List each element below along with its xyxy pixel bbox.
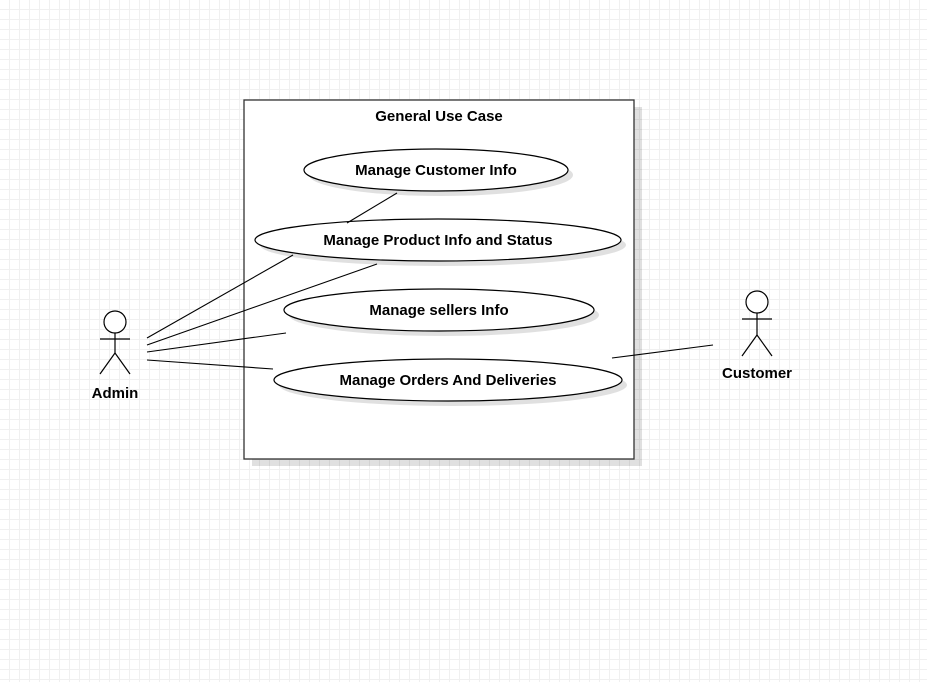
actor-label-admin: Admin <box>92 385 139 402</box>
association-customer-to-orders[interactable] <box>611 344 714 359</box>
use-case-label: Manage sellers Info <box>369 302 508 319</box>
association-admin-to-orders[interactable] <box>146 359 274 370</box>
use-case-label: Manage Customer Info <box>355 162 517 179</box>
actor-label-customer: Customer <box>722 365 792 382</box>
association-admin-to-product-info-a[interactable] <box>146 254 294 339</box>
use-case-manage-customer-info[interactable]: Manage Customer Info <box>303 148 573 196</box>
system-title: General Use Case <box>375 108 503 125</box>
use-case-label: Manage Orders And Deliveries <box>339 372 556 389</box>
actor-admin[interactable]: Admin <box>92 310 139 402</box>
use-case-manage-product-info-and-status[interactable]: Manage Product Info and Status <box>254 218 626 266</box>
association-customer-info-to-product-info[interactable] <box>346 192 398 224</box>
association-admin-to-product-info-b[interactable] <box>146 263 378 346</box>
use-case-label: Manage Product Info and Status <box>323 232 552 249</box>
use-case-manage-orders-and-deliveries[interactable]: Manage Orders And Deliveries <box>273 358 627 406</box>
actor-customer[interactable]: Customer <box>722 290 792 382</box>
use-case-manage-sellers-info[interactable]: Manage sellers Info <box>283 288 599 336</box>
actor-head-icon <box>103 310 127 334</box>
actor-head-icon <box>745 290 769 314</box>
association-admin-to-sellers-info[interactable] <box>146 332 287 353</box>
